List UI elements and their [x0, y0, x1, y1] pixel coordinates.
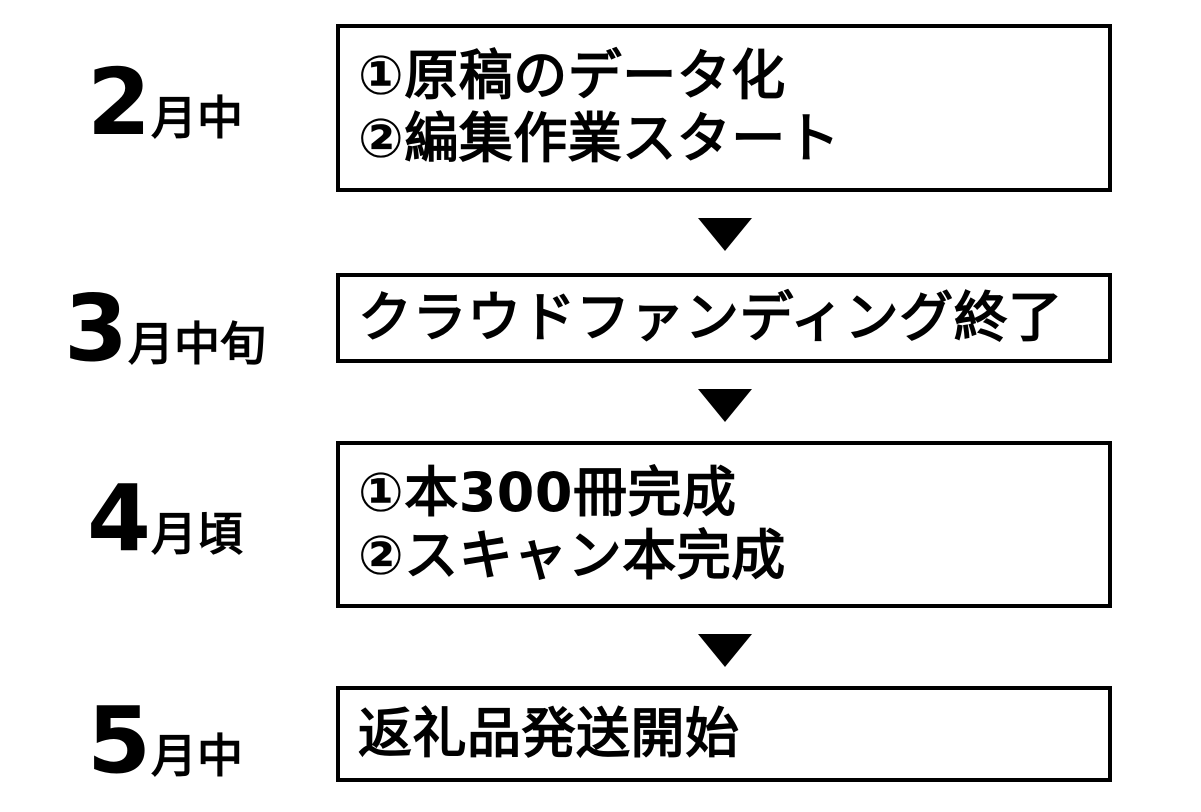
- month-suffix-step-3: 月頃: [151, 507, 243, 561]
- month-label-step-3: 4 月頃: [0, 465, 330, 572]
- step-box-1-line-2: ②編集作業スタート: [358, 107, 841, 170]
- step-box-3-line-2: ②スキャン本完成: [358, 523, 786, 587]
- step-box-3: ①本300冊完成 ②スキャン本完成: [336, 441, 1112, 608]
- step-box-3-line-1: ①本300冊完成: [358, 460, 737, 524]
- step-box-1: ①原稿のデータ化 ②編集作業スタート: [336, 24, 1112, 192]
- step-box-1-line-1: ①原稿のデータ化: [358, 44, 786, 108]
- month-number-step-1: 2: [86, 49, 151, 156]
- month-suffix-step-4: 月中: [151, 729, 243, 783]
- step-box-2: クラウドファンディング終了: [336, 273, 1112, 363]
- step-box-2-line-1: クラウドファンディング終了: [358, 285, 1063, 349]
- month-number-step-3: 4: [86, 465, 151, 572]
- month-number-step-4: 5: [86, 687, 151, 794]
- month-label-step-4: 5 月中: [0, 687, 330, 794]
- month-label-step-1: 2 月中: [0, 49, 330, 156]
- down-triangle-icon: [698, 389, 752, 422]
- month-number-step-2: 3: [63, 275, 128, 382]
- month-label-step-2: 3 月中旬: [0, 275, 330, 382]
- month-suffix-step-2: 月中旬: [128, 317, 266, 371]
- down-triangle-icon: [698, 218, 752, 251]
- step-box-4: 返礼品発送開始: [336, 686, 1112, 782]
- down-triangle-icon: [698, 634, 752, 667]
- month-suffix-step-1: 月中: [151, 91, 243, 145]
- step-box-4-line-1: 返礼品発送開始: [358, 701, 740, 765]
